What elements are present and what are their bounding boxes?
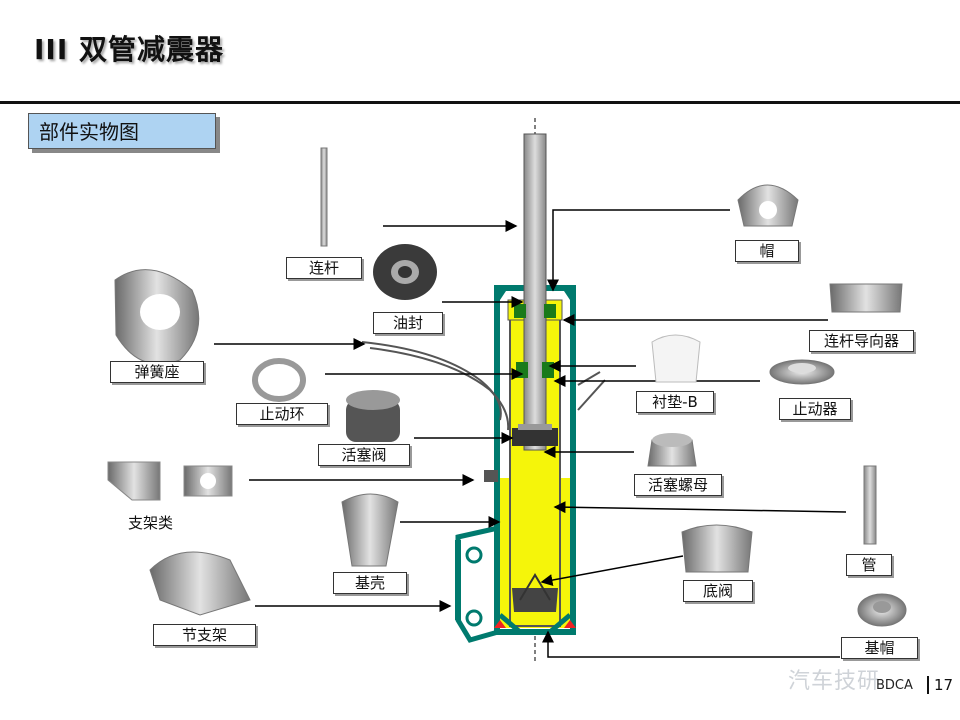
label-piston-nut: 活塞螺母 [634,474,722,496]
piston-valve-photo [346,400,400,442]
label-piston-rod: 连杆 [286,257,362,279]
label-stopper: 止动器 [779,398,851,420]
bushing-photo [651,334,701,383]
part-images [107,147,907,627]
stop-ring-photo [252,358,306,402]
piston-rod-photo [320,147,328,247]
footer-divider [927,676,929,694]
label-cap: 帽 [735,240,799,262]
page-number: 17 [934,676,954,694]
piston [512,428,558,446]
page-title: III 双管减震器 [34,33,225,66]
label-spring-seat: 弹簧座 [110,361,204,383]
label-base-valve: 底阀 [683,580,753,602]
title-divider [0,101,960,104]
base-valve-photo [681,524,753,573]
label-tube: 管 [846,554,892,576]
rod-guide-photo [829,283,903,313]
base-shell-photo [341,493,399,567]
bracket-photo-1 [107,461,161,501]
label-stop-ring: 止动环 [236,403,328,425]
label-bushing-b: 衬垫-B [636,391,714,413]
knuckle-bracket-photo [149,551,251,616]
label-brackets: 支架类 [128,514,174,532]
label-rod-guide: 连杆导向器 [809,330,914,352]
label-base-cap: 基帽 [841,637,918,659]
label-base-shell: 基壳 [333,572,407,594]
footer-brand: BDCA [876,678,913,693]
watermark-text: 汽车技研 [788,669,881,694]
piston-rod [523,133,547,451]
section-title: 部件实物图 [28,113,216,149]
label-oil-seal: 油封 [373,312,443,334]
label-piston-valve: 活塞阀 [318,444,410,466]
tube-photo [863,465,877,545]
label-knuckle-bracket: 节支架 [153,624,256,646]
base-valve [512,588,558,612]
